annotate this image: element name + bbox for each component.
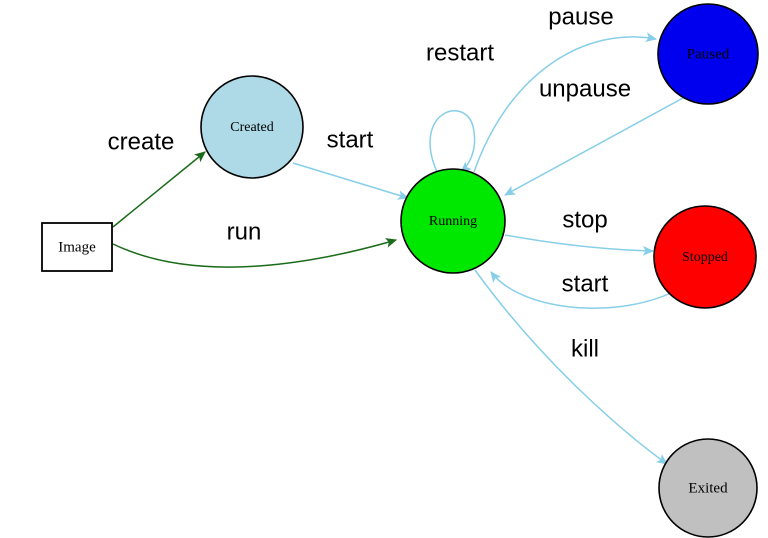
- node-created-label: Created: [230, 120, 274, 135]
- edge-unpause: [504, 97, 684, 196]
- edge-label-start-created: start: [327, 126, 374, 153]
- node-image[interactable]: Image: [41, 222, 113, 272]
- edge-label-pause: pause: [548, 3, 613, 30]
- edge-label-start-stopped: start: [562, 270, 609, 297]
- node-exited-shape: [658, 438, 758, 538]
- node-exited-label: Exited: [688, 480, 728, 496]
- edge-label-restart: restart: [426, 39, 494, 66]
- edge-create: [112, 151, 206, 228]
- edge-start-created: [292, 162, 410, 200]
- node-paused-shape: [657, 3, 759, 105]
- node-paused[interactable]: Paused: [657, 3, 759, 105]
- edge-start-stopped: [490, 271, 672, 309]
- edge-run: [112, 238, 398, 268]
- edge-label-unpause: unpause: [539, 75, 631, 102]
- node-stopped-shape: [653, 205, 757, 309]
- node-created[interactable]: Created: [200, 75, 304, 179]
- node-image-label: Image: [58, 239, 96, 255]
- edge-label-kill: kill: [571, 335, 599, 362]
- edge-kill: [474, 269, 668, 465]
- node-stopped-label: Stopped: [682, 250, 728, 265]
- edge-label-run: run: [227, 218, 262, 245]
- node-created-shape: [200, 75, 304, 179]
- node-exited[interactable]: Exited: [658, 438, 758, 538]
- edge-labels-layer: create run start restart pause unpause stop sta…: [108, 3, 631, 362]
- edge-label-stop: stop: [562, 206, 607, 233]
- edge-pause: [473, 32, 658, 173]
- edge-label-create: create: [108, 128, 175, 155]
- edges-layer: [112, 32, 684, 465]
- node-paused-label: Paused: [687, 46, 730, 62]
- node-running[interactable]: Running: [400, 168, 506, 274]
- edge-stop: [504, 234, 655, 256]
- node-running-label: Running: [429, 214, 477, 229]
- node-running-shape: [400, 168, 506, 274]
- node-stopped[interactable]: Stopped: [653, 205, 757, 309]
- node-image-shape: [41, 222, 113, 272]
- edge-restart: [429, 109, 476, 173]
